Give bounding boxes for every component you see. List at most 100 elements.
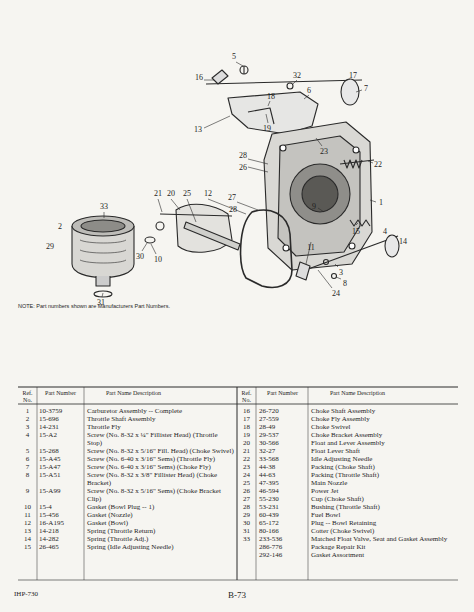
callout-number: 16 [195,73,203,82]
callout-number: 13 [194,125,202,134]
callout-number: 3 [339,268,343,277]
part-number: 28-49 [259,423,306,431]
part-description: Screw (No. 8-32 x ¼" Fillister Head) (Th… [87,431,234,447]
callout-number: 10 [154,255,162,264]
callout-number: 21 [154,189,162,198]
ref-number: 4 [20,431,35,439]
ref-number: 20 [239,439,254,447]
part-number: 15-A51 [39,471,82,479]
part-number: 286-776 [259,543,306,551]
part-description: Choke Fly Assembly [311,415,457,423]
callout-number: 23 [320,147,328,156]
part-number: 65-172 [259,519,306,527]
part-number: 14-231 [39,423,82,431]
ref-number: 16 [239,407,254,415]
part-number: 15-456 [39,511,82,519]
part-number: 15-A45 [39,455,82,463]
callout-number: 6 [307,86,311,95]
ref-number: 1 [20,407,35,415]
part-description: Spring (Idle Adjusting Needle) [87,543,234,551]
ref-number: 26 [239,487,254,495]
note-text: NOTE: Part numbers shown are Manufacture… [18,303,170,310]
table-header: Ref. No. [19,390,36,403]
callout-number: 30 [136,252,144,261]
part-number: 292-146 [259,551,306,559]
callout-number: 18 [267,92,275,101]
callout-number: 15 [352,227,360,236]
ref-number: 28 [239,503,254,511]
part-number: 26-720 [259,407,306,415]
part-description: Carburetor Assembly -- Complete [87,407,234,415]
ref-number: 5 [20,447,35,455]
ref-number: 24 [239,471,254,479]
part-description: Main Nozzle [311,479,457,487]
part-description: Matched Float Valve, Seat and Gasket Ass… [311,535,457,543]
part-description: Fuel Bowl [311,511,457,519]
table-header: Ref. No. [238,390,255,403]
part-description: Throttle Shaft Assembly [87,415,234,423]
part-number: 15-A99 [39,487,82,495]
part-description: Float and Lever Assembly [311,439,457,447]
table-header: Part Name Description [86,390,235,397]
callout-number: 27 [228,193,236,202]
part-number: 60-439 [259,511,306,519]
callout-number: 14 [399,237,407,246]
callout-number: 17 [349,71,357,80]
part-description: Screw (No. 8-32 x 5/16" Sems) (Choke Bra… [87,487,234,503]
part-description: Plug -- Bowl Retaining [311,519,457,527]
part-number: 14-282 [39,535,82,543]
part-number: 80-166 [259,527,306,535]
ref-number: 7 [20,463,35,471]
ref-number: 17 [239,415,254,423]
ref-number: 13 [20,527,35,535]
callout-number: 1 [379,198,383,207]
part-description: Cotter (Choke Swivel) [311,527,457,535]
part-description: Idle Adjusting Needle [311,455,457,463]
callout-number: 19 [263,124,271,133]
part-description: Float Lever Shaft [311,447,457,455]
ref-number: 19 [239,431,254,439]
callout-number: 5 [232,52,236,61]
part-description: Cup (Choke Shaft) [311,495,457,503]
part-number: 15-A47 [39,463,82,471]
part-number: 30-566 [259,439,306,447]
part-description: Choke Shaft Assembly [311,407,457,415]
callout-number: 20 [167,189,175,198]
part-description: Gasket (Bowl) [87,519,234,527]
ref-number: 15 [20,543,35,551]
table-header: Part Number [258,390,307,397]
part-number: 46-594 [259,487,306,495]
ref-number: 22 [239,455,254,463]
ref-number: 10 [20,503,35,511]
table-header: Part Name Description [310,390,458,397]
callout-number: 11 [307,243,315,252]
part-number: 44-38 [259,463,306,471]
part-number: 32-27 [259,447,306,455]
part-description: Power Jet [311,487,457,495]
callout-number: 7 [364,84,368,93]
part-description: Screw (No. 8-32 x 5/16" Fill. Head) (Cho… [87,447,234,455]
part-description: Spring (Throttle Adj.) [87,535,234,543]
part-number: 29-537 [259,431,306,439]
part-description: Gasket (Bowl Plug -- 1) [87,503,234,511]
part-number: 27-559 [259,415,306,423]
page-code: IHP-730 [14,590,38,598]
part-number: 10-3759 [39,407,82,415]
table-header: Part Number [38,390,83,397]
part-number: 15-696 [39,415,82,423]
part-number: 26-465 [39,543,82,551]
ref-number: 23 [239,463,254,471]
part-description: Package Repair Kit [311,543,457,551]
callout-number: 32 [293,71,301,80]
part-description: Spring (Throttle Return) [87,527,234,535]
ref-number: 12 [20,519,35,527]
page-number: B-73 [228,590,246,600]
callout-number: 4 [383,227,387,236]
part-description: Screw (No. 8-32 x 3/8" Fillister Head) (… [87,471,234,487]
ref-number: 8 [20,471,35,479]
ref-number: 6 [20,455,35,463]
part-number: 16-A195 [39,519,82,527]
part-number: 47-395 [259,479,306,487]
part-number: 15-4 [39,503,82,511]
